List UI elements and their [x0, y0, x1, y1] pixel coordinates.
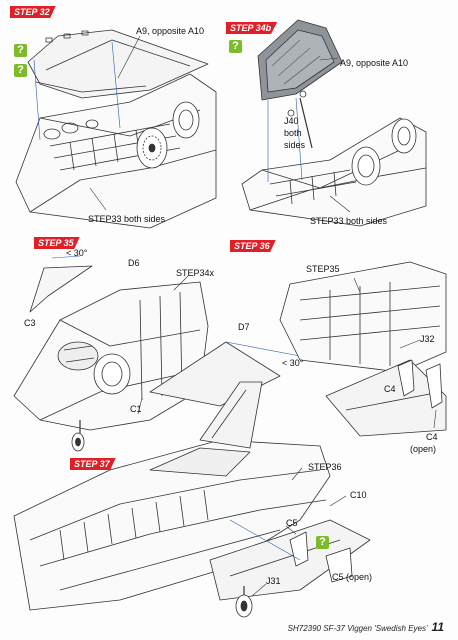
part-c10: C10 — [350, 490, 367, 500]
angle-label: < 30° — [282, 358, 304, 368]
question-badge-icon: ? — [14, 44, 27, 57]
page-footer: SH72390 SF-37 Viggen 'Swedish Eyes'11 — [288, 620, 444, 634]
step-34b-drawing — [241, 19, 427, 227]
part-c4: C4 — [384, 384, 396, 394]
open-note: (open) — [410, 444, 437, 454]
question-badge-icon: ? — [229, 40, 242, 53]
step-32-caption: STEP33 both sides — [88, 214, 166, 224]
step-34b-tag: STEP 34b — [226, 22, 278, 34]
callout-j40: J40 — [284, 116, 299, 126]
callout-j40-note: sides — [284, 140, 306, 150]
part-c3: C3 — [24, 318, 36, 328]
part-c5-open: C5 (open) — [332, 572, 373, 582]
ref-step36: STEP36 — [308, 462, 342, 472]
kit-title: SH72390 SF-37 Viggen 'Swedish Eyes' — [287, 624, 428, 633]
step-32-drawing — [15, 29, 217, 229]
step-35-drawing — [13, 255, 301, 452]
callout-j40-note: both — [284, 128, 302, 138]
step-34b-caption: STEP33 both sides — [310, 216, 388, 226]
step-36-tag: STEP 36 — [230, 240, 276, 252]
part-j31: J31 — [266, 576, 281, 586]
part-d6: D6 — [128, 258, 140, 268]
part-d7: D7 — [238, 322, 250, 332]
page-number: 11 — [431, 620, 444, 634]
part-c1: C1 — [130, 404, 142, 414]
step-35-tag: STEP 35 — [34, 237, 80, 249]
ref-step34x: STEP34x — [176, 268, 215, 278]
part-j32: J32 — [420, 334, 435, 344]
step-36-drawing — [279, 261, 447, 437]
callout-a9: A9, opposite A10 — [340, 58, 409, 68]
angle-label: < 30° — [66, 248, 88, 258]
question-badge-icon: ? — [316, 536, 329, 549]
step-37-drawing — [13, 381, 371, 618]
ref-step35: STEP35 — [306, 264, 340, 274]
step-37-tag: STEP 37 — [70, 458, 116, 470]
question-badge-icon: ? — [14, 64, 27, 77]
callout-a9: A9, opposite A10 — [136, 26, 205, 36]
step-32-tag: STEP 32 — [10, 6, 56, 18]
part-c5: C5 — [286, 518, 298, 528]
part-c4-open: C4 — [426, 432, 438, 442]
